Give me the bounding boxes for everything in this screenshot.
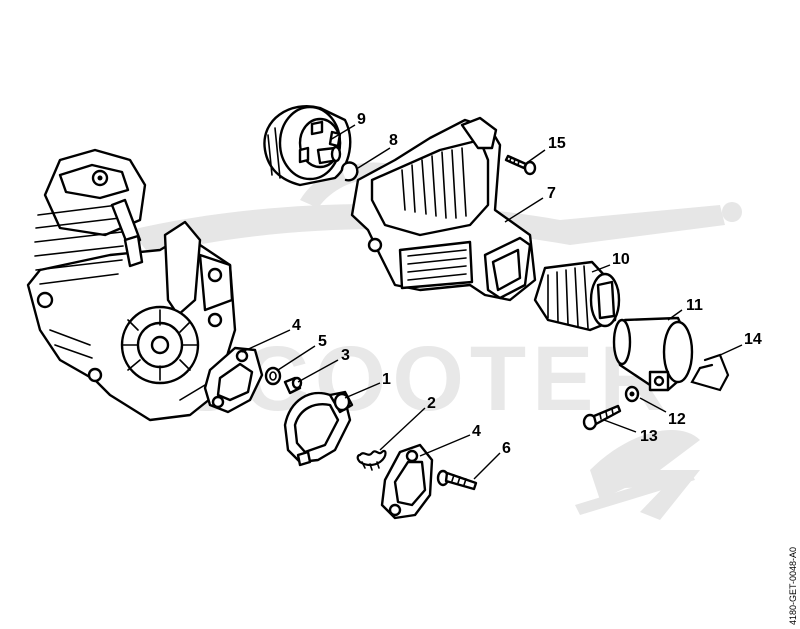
part-2-spring bbox=[356, 449, 387, 471]
part-10-filter-element bbox=[533, 260, 621, 332]
part-12-washer bbox=[624, 385, 640, 403]
part-1-clutch-shoe bbox=[283, 390, 354, 467]
part-9-clutch-drum bbox=[263, 105, 352, 187]
engine-block bbox=[26, 148, 237, 422]
callout-4-lower: 4 bbox=[472, 423, 481, 440]
part-13-screw bbox=[582, 404, 622, 431]
part-14-wire-clip bbox=[690, 353, 730, 392]
part-3-sleeve bbox=[283, 376, 303, 395]
part-11-filter-sleeve bbox=[612, 316, 694, 392]
callout-10: 10 bbox=[612, 251, 630, 268]
part-15-screw bbox=[504, 154, 537, 176]
callout-2: 2 bbox=[427, 395, 436, 412]
callout-14: 14 bbox=[744, 331, 762, 348]
callout-labels: 9 8 15 7 10 11 14 12 13 4 5 3 1 2 4 6 bbox=[292, 111, 762, 457]
callout-12: 12 bbox=[668, 411, 686, 428]
part-4-carrier-plate-upper bbox=[203, 346, 264, 414]
callout-5: 5 bbox=[318, 333, 327, 350]
document-code: 4180-GET-0048-A0 bbox=[788, 546, 798, 625]
callout-11: 11 bbox=[686, 297, 703, 314]
part-6-screw bbox=[436, 469, 478, 491]
leader-lines bbox=[241, 124, 743, 480]
part-5-washer bbox=[264, 366, 282, 386]
callout-1: 1 bbox=[382, 371, 391, 388]
part-8-retaining-ring bbox=[340, 161, 359, 182]
callout-13: 13 bbox=[640, 428, 658, 445]
part-4-carrier-plate-lower bbox=[380, 443, 434, 520]
part-7-fan-housing bbox=[350, 116, 537, 302]
callout-3: 3 bbox=[341, 347, 350, 364]
callout-9: 9 bbox=[357, 111, 366, 128]
callout-4-upper: 4 bbox=[292, 317, 301, 334]
callout-6: 6 bbox=[502, 440, 511, 457]
callout-7: 7 bbox=[547, 185, 556, 202]
callout-8: 8 bbox=[389, 132, 398, 149]
callout-15: 15 bbox=[548, 135, 566, 152]
